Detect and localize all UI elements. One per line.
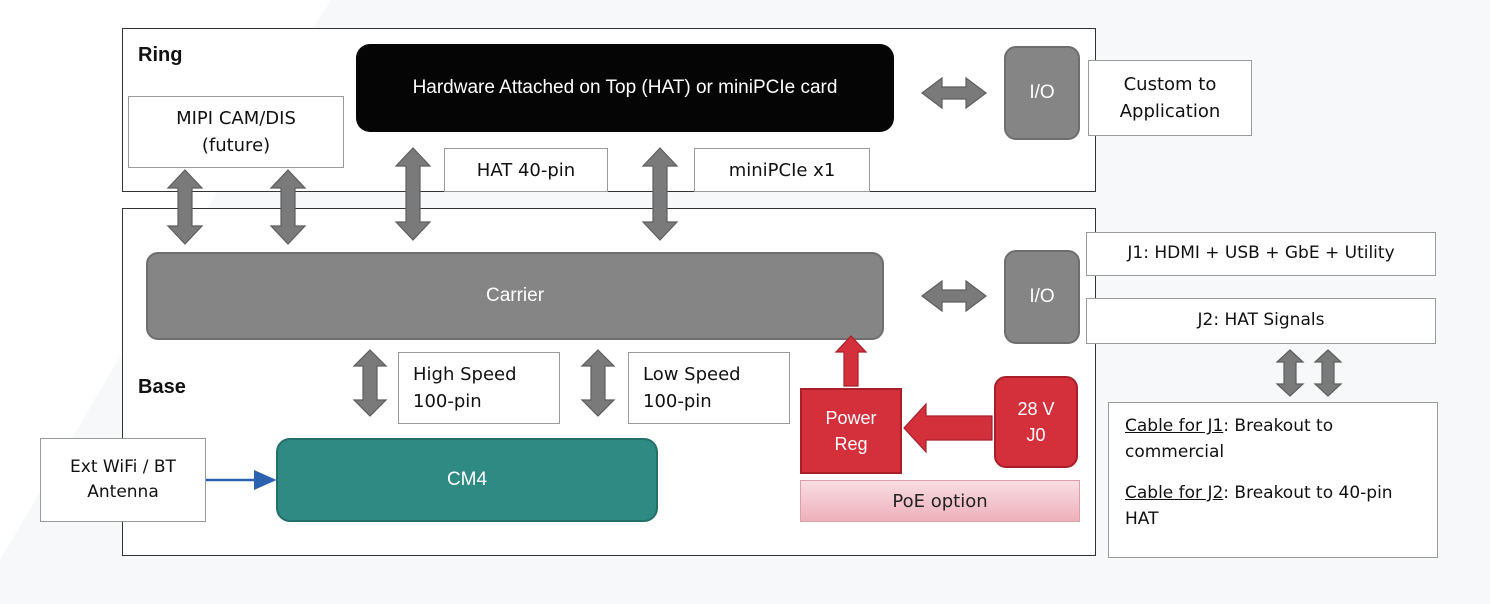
mipi-line2: (future) (201, 135, 271, 156)
ring-label: Ring (138, 44, 183, 66)
custom-line2: Application (1119, 101, 1221, 122)
low-speed-arrow (580, 349, 616, 417)
base-io-block: I/O (1004, 250, 1080, 344)
cable-notes-box: Cable for J1: Breakout to commercial Cab… (1108, 402, 1438, 558)
antenna-box: Ext WiFi / BT Antenna (40, 438, 206, 522)
hat40-box: HAT 40-pin (444, 148, 608, 192)
high-speed-box: High Speed 100-pin (398, 352, 560, 424)
high-speed-line1: High Speed (413, 364, 517, 385)
j1-cable-arrow (1275, 349, 1305, 397)
j2-cable-arrow (1313, 349, 1343, 397)
mipi-line1: MIPI CAM/DIS (176, 108, 296, 129)
custom-application-box: Custom to Application (1088, 60, 1252, 136)
mipi-arrow-1 (166, 169, 204, 245)
antenna-line1: Ext WiFi / BT (70, 456, 176, 477)
cable-j2-text: : Breakout to 40-pin HAT (1125, 482, 1393, 530)
high-speed-line2: 100-pin (413, 391, 482, 412)
mipi-box: MIPI CAM/DIS (future) (128, 96, 344, 168)
minipcie-arrow (641, 147, 679, 241)
volt-to-power-arrow (903, 402, 993, 454)
custom-line1: Custom to (1123, 74, 1217, 95)
hat-io-arrow (921, 76, 987, 110)
cable-j2-note: Cable for J2: Breakout to 40-pin HAT (1125, 480, 1421, 533)
28v-j0-block: 28 V J0 (994, 376, 1078, 468)
high-speed-arrow (352, 349, 388, 417)
hat-block: Hardware Attached on Top (HAT) or miniPC… (356, 44, 894, 132)
carrier-block: Carrier (146, 252, 884, 340)
power-line1: Power (825, 407, 877, 428)
cable-j1-note: Cable for J1: Breakout to commercial (1125, 413, 1421, 466)
cm4-block: CM4 (276, 438, 658, 522)
power-reg-block: Power Reg (800, 388, 902, 474)
j2-box: J2: HAT Signals (1086, 298, 1436, 344)
low-speed-line1: Low Speed (643, 364, 741, 385)
antenna-line2: Antenna (87, 482, 159, 502)
cable-j1-title: Cable for J1 (1125, 416, 1224, 436)
j1-box: J1: HDMI + USB + GbE + Utility (1086, 232, 1436, 276)
power-up-arrow (834, 335, 868, 387)
power-line2: Reg (834, 434, 868, 454)
hat40-arrow (394, 147, 432, 241)
poe-option-block: PoE option (800, 480, 1080, 522)
low-speed-line2: 100-pin (643, 391, 712, 412)
base-label: Base (138, 376, 186, 398)
cable-j1-text: : Breakout to commercial (1125, 416, 1334, 463)
low-speed-box: Low Speed 100-pin (628, 352, 790, 424)
ring-io-block: I/O (1004, 46, 1080, 140)
volt-line2: J0 (1026, 425, 1046, 445)
carrier-io-arrow (921, 279, 987, 313)
volt-line1: 28 V (1017, 398, 1055, 419)
minipcie-box: miniPCIe x1 (694, 148, 870, 192)
mipi-arrow-2 (269, 169, 307, 245)
cable-j2-title: Cable for J2 (1125, 482, 1224, 503)
